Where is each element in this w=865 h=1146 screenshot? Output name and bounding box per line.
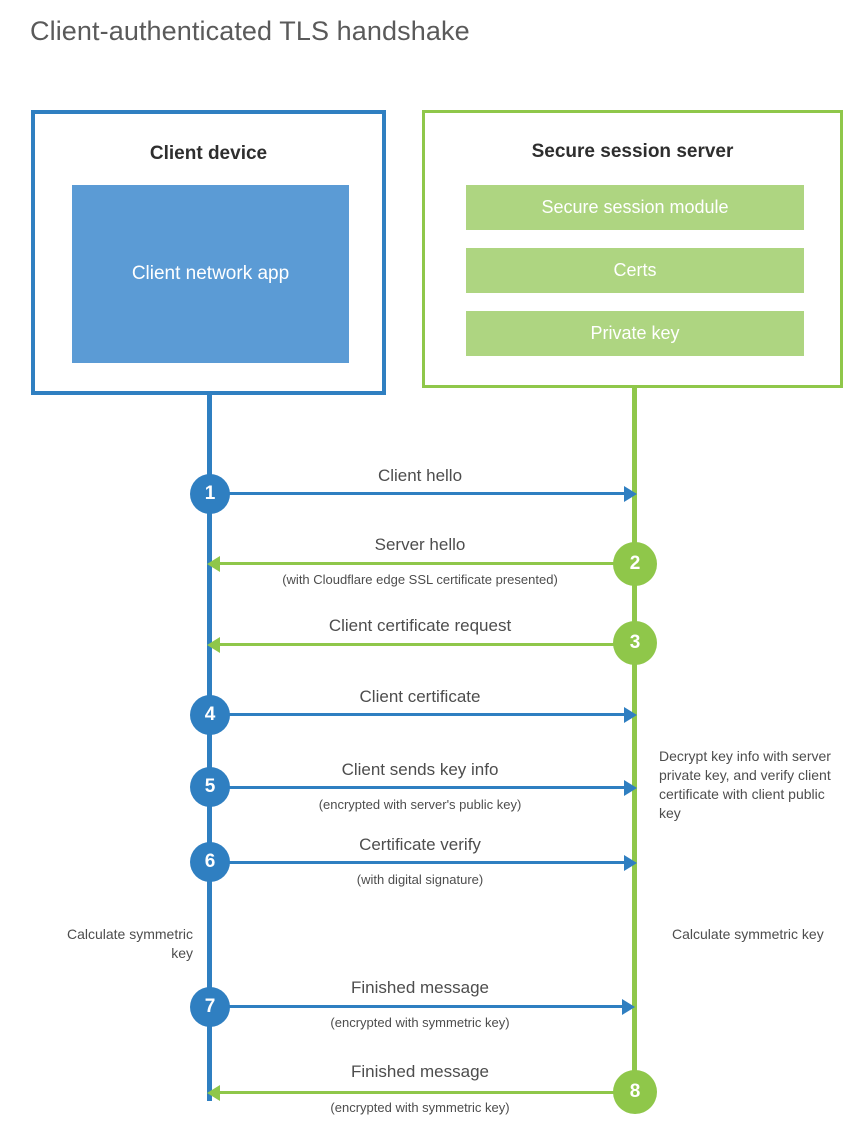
client-device-box: Client device Client network app: [31, 110, 386, 395]
message-label-3: Client certificate request: [328, 616, 512, 635]
step-badge-8[interactable]: 8: [613, 1070, 657, 1114]
step-badge-4[interactable]: 4: [190, 695, 230, 735]
server-module-certs: Certs: [466, 248, 804, 293]
message-sublabel-2: (with Cloudflare edge SSL certificate pr…: [282, 572, 558, 587]
message-line-1: [210, 492, 624, 495]
server-lifeline: [632, 386, 637, 1096]
arrowhead-left-8: [207, 1085, 220, 1101]
message-line-8: [215, 1091, 635, 1094]
step-badge-1[interactable]: 1: [190, 474, 230, 514]
message-label-5: Client sends key info: [341, 760, 499, 779]
message-label-2: Server hello: [374, 535, 466, 554]
message-label-6: Certificate verify: [359, 835, 481, 854]
arrowhead-right-7: [622, 999, 635, 1015]
step-badge-6[interactable]: 6: [190, 842, 230, 882]
message-label-1: Client hello: [377, 466, 463, 485]
client-network-app-block: Client network app: [72, 185, 349, 363]
client-device-title: Client device: [149, 143, 268, 164]
step-badge-5[interactable]: 5: [190, 767, 230, 807]
arrowhead-left-3: [207, 637, 220, 653]
message-line-7: [210, 1005, 632, 1008]
arrowhead-right-5: [624, 780, 637, 796]
message-label-4: Client certificate: [359, 687, 481, 706]
server-module-private-key: Private key: [466, 311, 804, 356]
message-sublabel-8: (encrypted with symmetric key): [330, 1100, 510, 1115]
step-badge-2[interactable]: 2: [613, 542, 657, 586]
message-line-4: [210, 713, 624, 716]
message-sublabel-6: (with digital signature): [356, 872, 484, 887]
secure-session-server-box: Secure session server Secure session mod…: [422, 110, 843, 388]
step-badge-7[interactable]: 7: [190, 987, 230, 1027]
arrowhead-right-1: [624, 486, 637, 502]
arrowhead-right-6: [624, 855, 637, 871]
note-server-calculate-symmetric-key: Calculate symmetric key: [672, 926, 824, 942]
step-badge-3[interactable]: 3: [613, 621, 657, 665]
note-client-calculate-symmetric-key: Calculate symmetric key: [66, 926, 193, 961]
note-server-decrypt-key-info: Decrypt key info with server private key…: [659, 748, 831, 821]
server-module-secure-session-module: Secure session module: [466, 185, 804, 230]
message-label-8: Finished message: [351, 1062, 489, 1081]
message-line-6: [210, 861, 624, 864]
client-lifeline: [207, 391, 212, 1101]
message-sublabel-5: (encrypted with server's public key): [318, 797, 522, 812]
arrowhead-left-2: [207, 556, 220, 572]
page-title: Client-authenticated TLS handshake: [30, 16, 470, 46]
message-line-2: [215, 562, 635, 565]
message-line-5: [210, 786, 624, 789]
message-line-3: [215, 643, 635, 646]
message-label-7: Finished message: [351, 978, 489, 997]
message-sublabel-7: (encrypted with symmetric key): [330, 1015, 510, 1030]
arrowhead-right-4: [624, 707, 637, 723]
secure-session-server-title: Secure session server: [531, 141, 734, 162]
